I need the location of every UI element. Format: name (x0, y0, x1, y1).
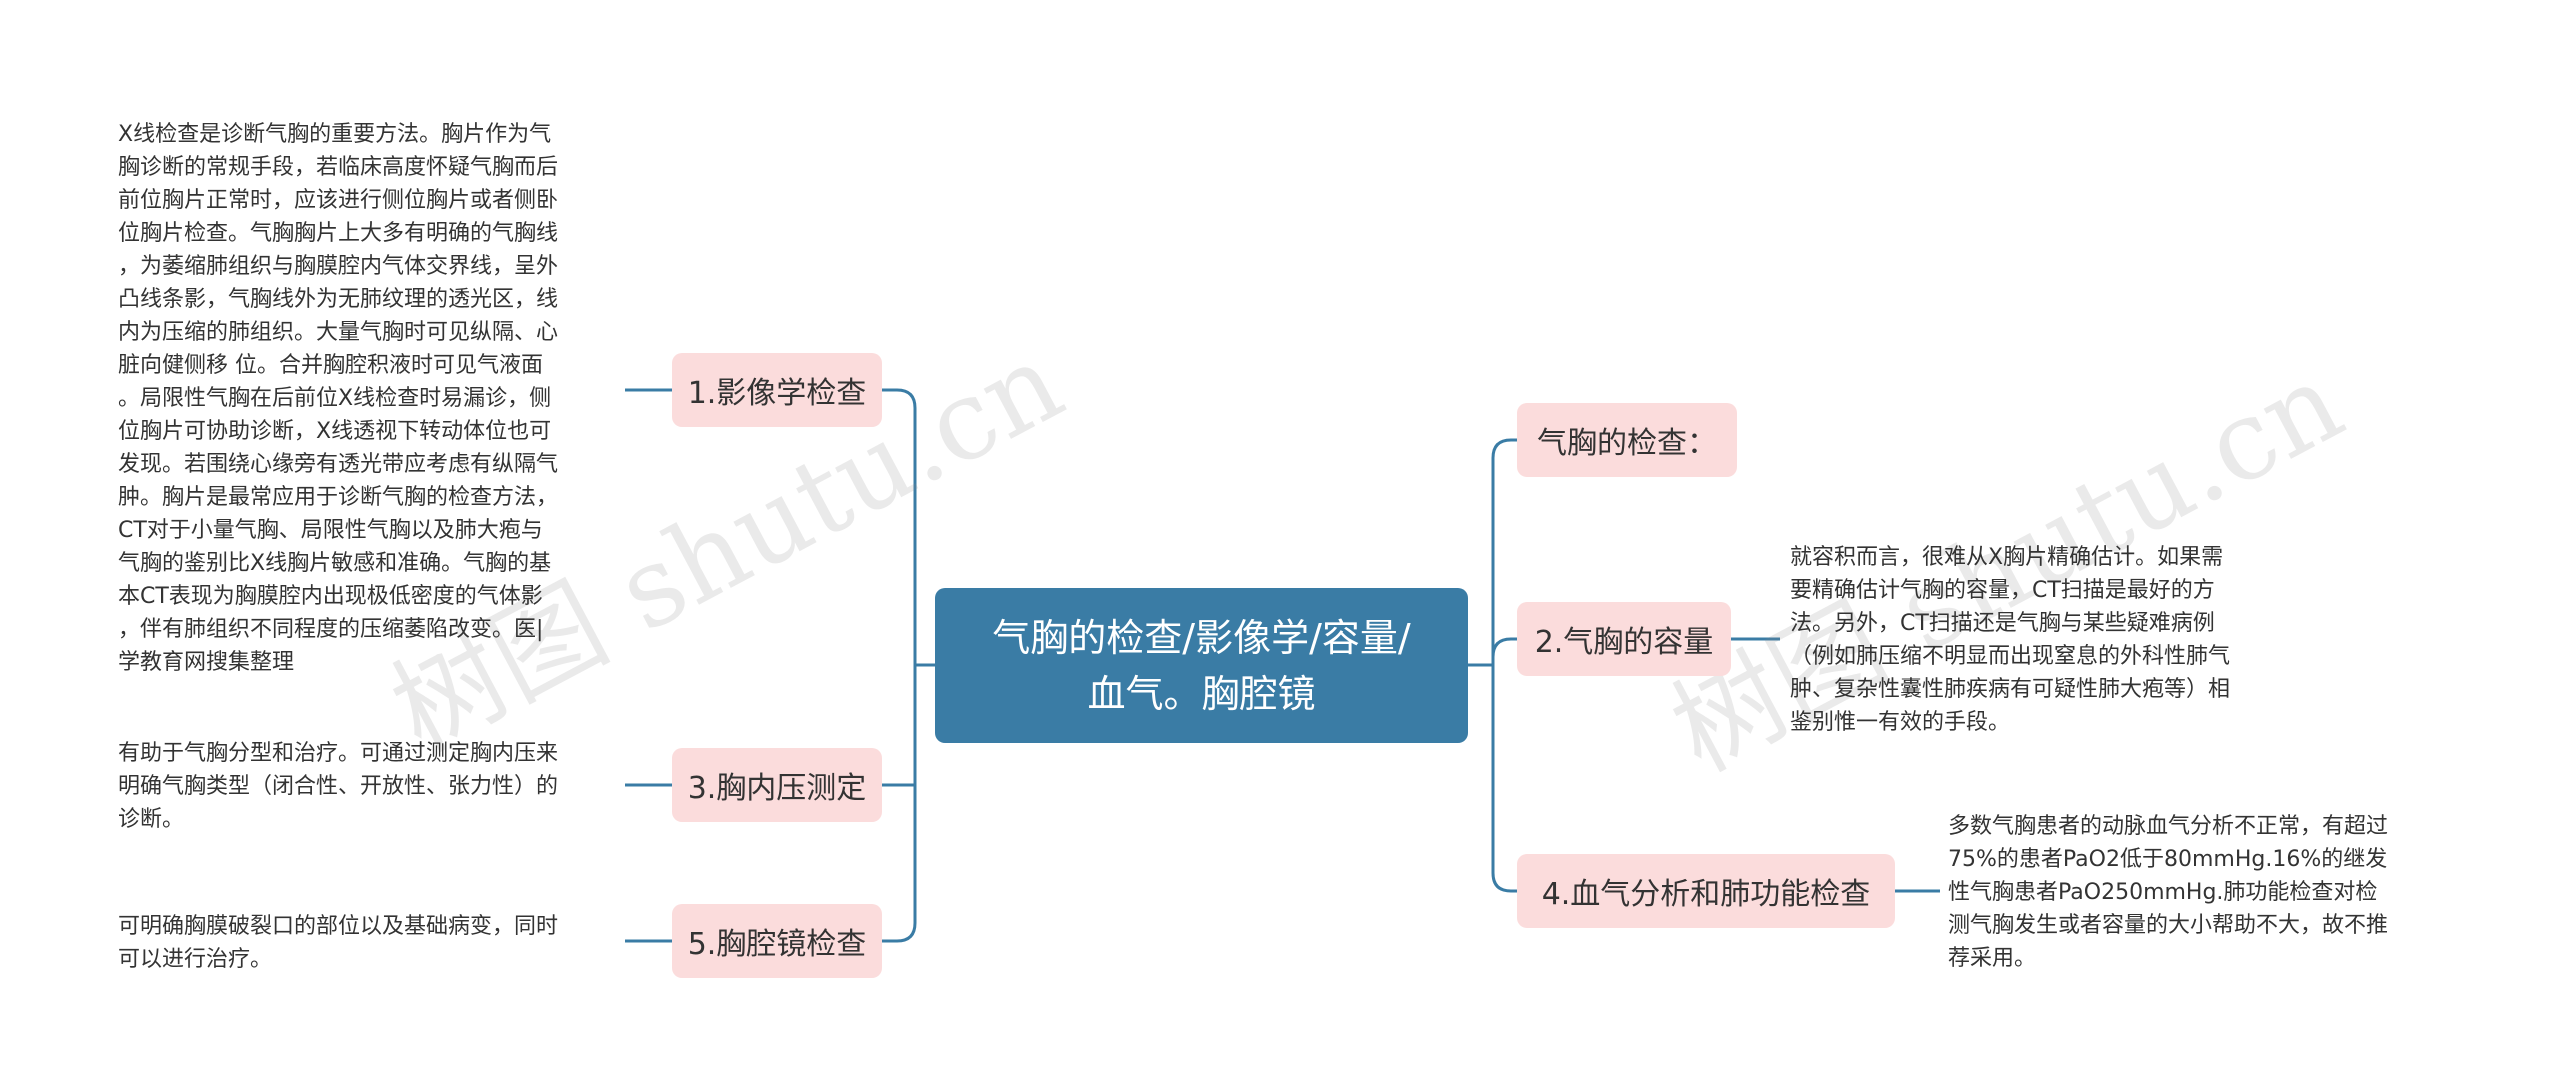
leaf-thoracoscopy-text: 可明确胸膜破裂口的部位以及基础病变，同时 可以进行治疗。 (118, 914, 559, 972)
leaf-pneumothorax-volume-text: 就容积而言，很难从X胸片精确估计。如果需 要精确估计气胸的容量，CT扫描是最好的… (1790, 545, 2231, 735)
branch-intrathoracic-pressure[interactable]: 3.胸内压测定 (672, 748, 882, 822)
central-topic-line-1: 气胸的检查/影像学/容量/ (992, 615, 1411, 660)
central-topic-line-2: 血气。胸腔镜 (1087, 671, 1316, 716)
connector-right-2 (1491, 637, 1517, 665)
connector-left-1 (882, 388, 917, 665)
branch-thoracoscopy[interactable]: 5.胸腔镜检查 (672, 904, 882, 978)
branch-label: 1.影像学检查 (687, 376, 867, 411)
connector-left-3 (882, 665, 917, 787)
branch-pneumothorax-exam[interactable]: 气胸的检查： (1517, 403, 1737, 477)
branch-label: 3.胸内压测定 (687, 771, 867, 806)
branch-imaging-exam[interactable]: 1.影像学检查 (672, 353, 882, 427)
branch-pneumothorax-volume[interactable]: 2.气胸的容量 (1517, 602, 1731, 676)
branch-label: 气胸的检查： (1537, 426, 1717, 461)
central-topic[interactable]: 气胸的检查/影像学/容量/ 血气。胸腔镜 (935, 588, 1468, 743)
branch-label: 4.血气分析和肺功能检查 (1541, 877, 1871, 912)
connector-right-4 (1491, 665, 1517, 893)
leaf-blood-gas-lung-function-text: 多数气胸患者的动脉血气分析不正常，有超过 75%的患者PaO2低于80mmHg.… (1948, 814, 2389, 971)
branch-label: 5.胸腔镜检查 (687, 927, 867, 962)
branch-label: 2.气胸的容量 (1534, 625, 1714, 660)
leaf-imaging-exam-text: X线检查是诊断气胸的重要方法。胸片作为气 胸诊断的常规手段，若临床高度怀疑气胸而… (118, 122, 559, 675)
connector-left-5 (882, 665, 917, 943)
leaf-intrathoracic-pressure-text: 有助于气胸分型和治疗。可通过测定胸内压来 明确气胸类型（闭合性、开放性、张力性）… (118, 741, 559, 832)
connector-right-0 (1491, 438, 1517, 665)
branch-blood-gas-lung-function[interactable]: 4.血气分析和肺功能检查 (1517, 854, 1895, 928)
